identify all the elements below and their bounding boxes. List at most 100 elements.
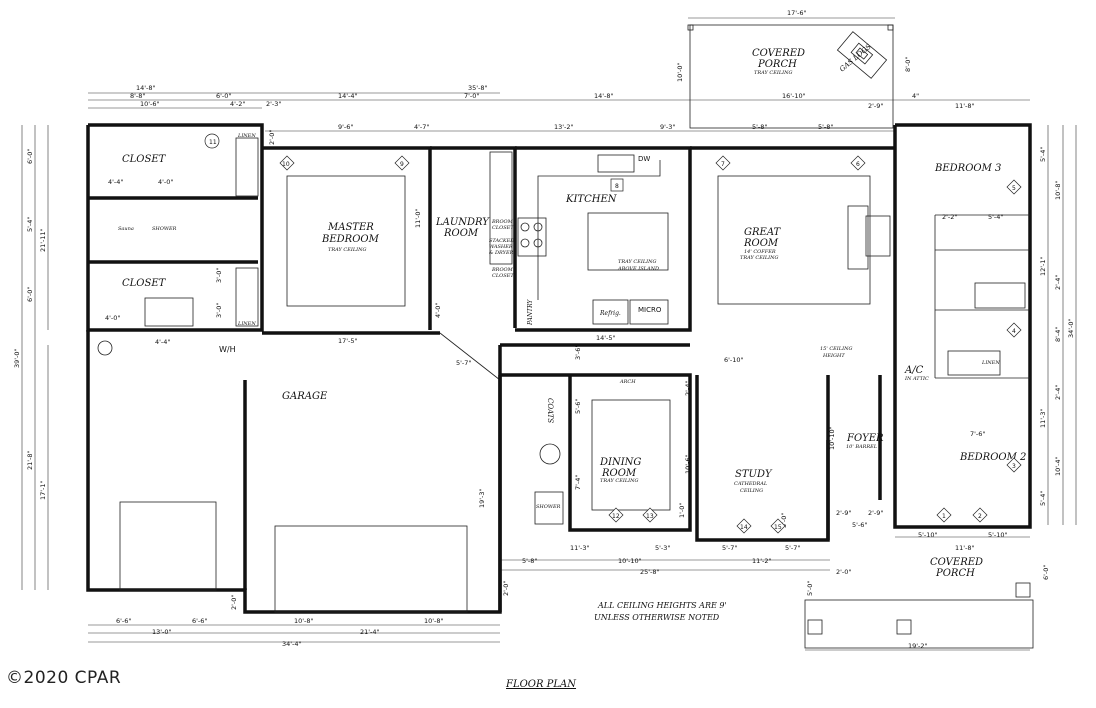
dining-label-2: ROOM [601, 468, 637, 479]
micro-label: MICRO [638, 306, 662, 314]
dim-label: 17'-5" [338, 337, 358, 345]
dim-label: 10'-8" [424, 617, 444, 625]
ceiling-15-label: 15' CEILING [820, 346, 852, 352]
ceiling-15-label-2: HEIGHT [822, 353, 845, 359]
dim-label: 12'-1" [1039, 256, 1047, 276]
window-tag: 15 [774, 524, 782, 531]
dim-label: 4'-4" [155, 338, 170, 346]
dim-label: 11'-0" [414, 208, 422, 228]
dim-label: 6'-6" [192, 617, 207, 625]
window-tag: 2 [978, 513, 982, 520]
dim-label: 5'-8" [818, 123, 833, 131]
dim-label: 34'-0" [1067, 318, 1075, 338]
kitchen-label: KITCHEN [565, 194, 618, 205]
fixtures [97, 137, 1026, 613]
dim-label: 8'-4" [1054, 327, 1062, 342]
broom-closet-top-label-2: CLOSET [492, 225, 514, 231]
dim-label: 9'-3" [660, 123, 675, 131]
master-bedroom-label: MASTER [327, 222, 374, 233]
plan-title: FLOOR PLAN [505, 679, 577, 690]
dim-label: 2'-0" [836, 568, 851, 576]
dim-label: 11'-8" [955, 102, 975, 110]
dim-label: 4'-7" [414, 123, 429, 131]
dining-note: TRAY CEILING [600, 478, 639, 484]
dim-label: 6'-0" [26, 149, 34, 164]
dim-label: 2'-3" [266, 100, 281, 108]
dim-label: 5'-4" [988, 213, 1003, 221]
dim-label: 3'-0" [780, 513, 788, 528]
foyer-label: FOYER [846, 433, 884, 444]
closet-top-label: CLOSET [122, 154, 167, 165]
window-tag: 6 [856, 161, 860, 168]
window-tag: 8 [615, 183, 619, 190]
covered-porch-top [687, 24, 894, 129]
dim-label: 21'-8" [26, 450, 34, 470]
linen-top-label: LINEN [237, 133, 256, 139]
bedroom3-label: BEDROOM 3 [934, 163, 1001, 174]
dim-label: 5'-8" [752, 123, 767, 131]
covered-porch-top-note: TRAY CEILING [754, 70, 793, 76]
dim-label: 13'-0" [152, 628, 172, 636]
foyer-note: 10' BARREL [846, 444, 878, 450]
dim-label: 19'-3" [478, 488, 486, 508]
window-tag: 9 [400, 161, 404, 168]
linen-bottom-label: LINEN [237, 321, 256, 327]
dim-label: 6'-0" [26, 287, 34, 302]
laundry-label: LAUNDRY [435, 217, 490, 228]
dim-label: 5'-6" [574, 399, 582, 414]
master-note: TRAY CEILING [328, 247, 367, 253]
dim-label: 25'-8" [640, 568, 660, 576]
dim-label: 10'-6" [684, 454, 692, 474]
dim-label: 11'-3" [570, 544, 590, 552]
dim-label: 21'-4" [360, 628, 380, 636]
copyright-watermark: ©2020 CPAR [6, 668, 122, 688]
ac-note: IN ATTIC [904, 376, 929, 382]
study-note-2: CEILING [740, 488, 763, 494]
window-tag: 11 [209, 139, 217, 146]
dim-label: 3'-6" [574, 345, 582, 360]
dim-label: 6'-0" [216, 92, 231, 100]
window-tag: 3 [1012, 463, 1016, 470]
window-tag: 12 [612, 513, 620, 520]
coats-label: COATS [546, 398, 554, 423]
dim-label: 10'-8" [294, 617, 314, 625]
ceiling-note-2: UNLESS OTHERWISE NOTED [594, 613, 720, 622]
dim-label: 5'-10" [918, 531, 938, 539]
dim-label: 19'-2" [908, 642, 928, 650]
great-room-label-2: ROOM [743, 238, 779, 249]
dim-label: 5'-8" [522, 557, 537, 565]
stacked-washer-label-2: WASHER [489, 244, 513, 250]
ac-label: A/C [904, 365, 924, 376]
covered-porch-bottom-label-2: PORCH [935, 568, 975, 579]
dim-label: 8'-8" [130, 92, 145, 100]
dim-label: 34'-4" [282, 640, 302, 648]
covered-porch-top-label-2: PORCH [757, 59, 797, 70]
dim-label: 7'-4" [574, 475, 582, 490]
dim-label: 2'-0" [502, 581, 510, 596]
closet-bottom-label: CLOSET [122, 278, 167, 289]
dim-label: 4" [912, 92, 919, 100]
dimension-labels: 14'-8" 35'-8" 17'-6" 8'-0" 10'-0" 8'-8" … [13, 9, 1075, 650]
window-tag: 13 [646, 513, 654, 520]
great-room-note: 14' COFFER [744, 249, 776, 255]
dim-label: 4'-0" [434, 303, 442, 318]
dim-label: 2'-9" [868, 509, 883, 517]
dim-label: 10'-10" [828, 426, 836, 450]
dim-label: 2'-4" [1054, 275, 1062, 290]
window-tag: 4 [1012, 328, 1016, 335]
dim-label: 5'-7" [456, 359, 471, 367]
covered-porch-bottom-label: COVERED [930, 557, 983, 568]
room-labels: CLOSET CLOSET Sauna SHOWER LINEN LINEN M… [118, 43, 1026, 690]
dim-label: 4'-4" [108, 178, 123, 186]
dim-label: 13'-2" [554, 123, 574, 131]
pantry-label: PANTRY [527, 299, 534, 326]
dim-label: 10'-8" [1054, 180, 1062, 200]
dim-label: 14'-5" [596, 334, 616, 342]
dim-label: 39'-0" [13, 348, 21, 368]
shower-bottom-label: SHOWER [536, 504, 561, 510]
dim-label: 2'-9" [868, 102, 883, 110]
dim-label: 10'-6" [140, 100, 160, 108]
arch-label: ARCH [619, 379, 636, 385]
great-room-label: GREAT [744, 227, 781, 238]
